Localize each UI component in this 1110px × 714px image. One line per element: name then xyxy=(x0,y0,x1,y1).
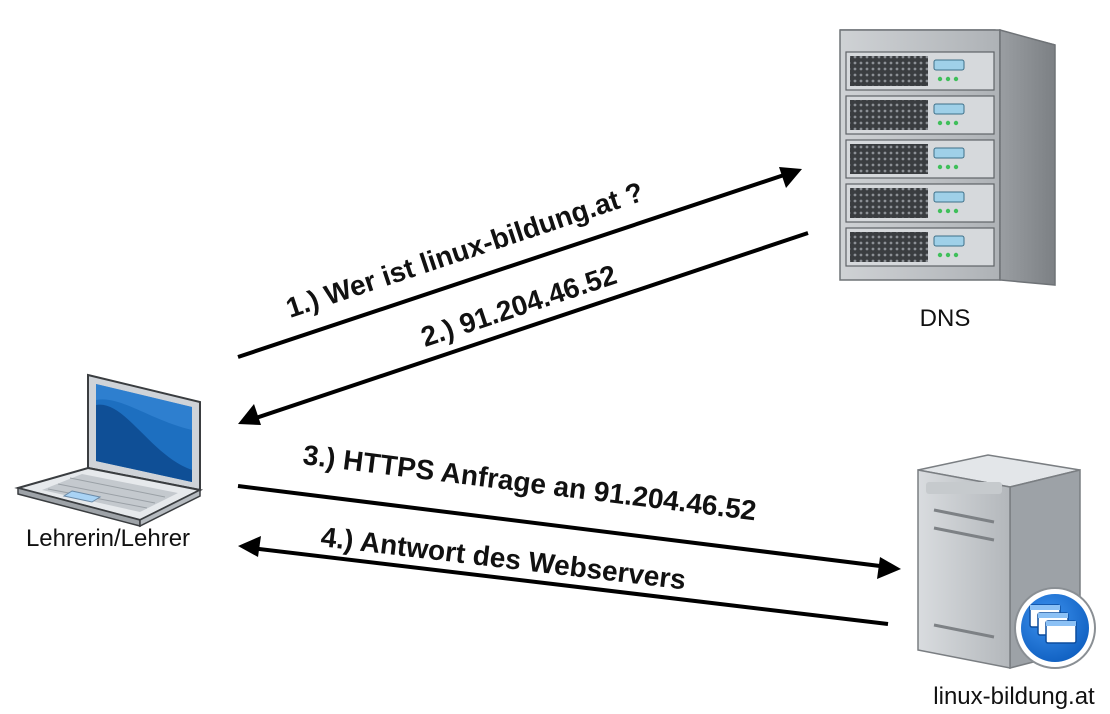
step-1-label: 1.) Wer ist linux-bildung.at ? xyxy=(282,176,647,324)
dns-rack-unit xyxy=(845,227,995,267)
dns-rack-unit xyxy=(845,183,995,223)
dns-rack-unit xyxy=(845,51,995,91)
arrow-query-to-dns xyxy=(237,167,802,359)
webserver-label: linux-bildung.at xyxy=(933,683,1095,710)
step-4-label: 4.) Antwort des Webservers xyxy=(319,521,687,595)
dns-rack-unit xyxy=(845,95,995,135)
dns-server-icon xyxy=(839,29,1056,286)
laptop-icon xyxy=(14,373,204,528)
arrow-dns-reply xyxy=(238,231,809,425)
arrow-webserver-response xyxy=(238,536,889,626)
web-window-badge-icon xyxy=(1014,587,1096,669)
dns-label: DNS xyxy=(920,305,971,332)
client-label: Lehrerin/Lehrer xyxy=(26,525,190,552)
dns-rack-unit xyxy=(845,139,995,179)
step-3-label: 3.) HTTPS Anfrage an 91.204.46.52 xyxy=(301,439,758,526)
arrow-https-request xyxy=(237,484,901,579)
